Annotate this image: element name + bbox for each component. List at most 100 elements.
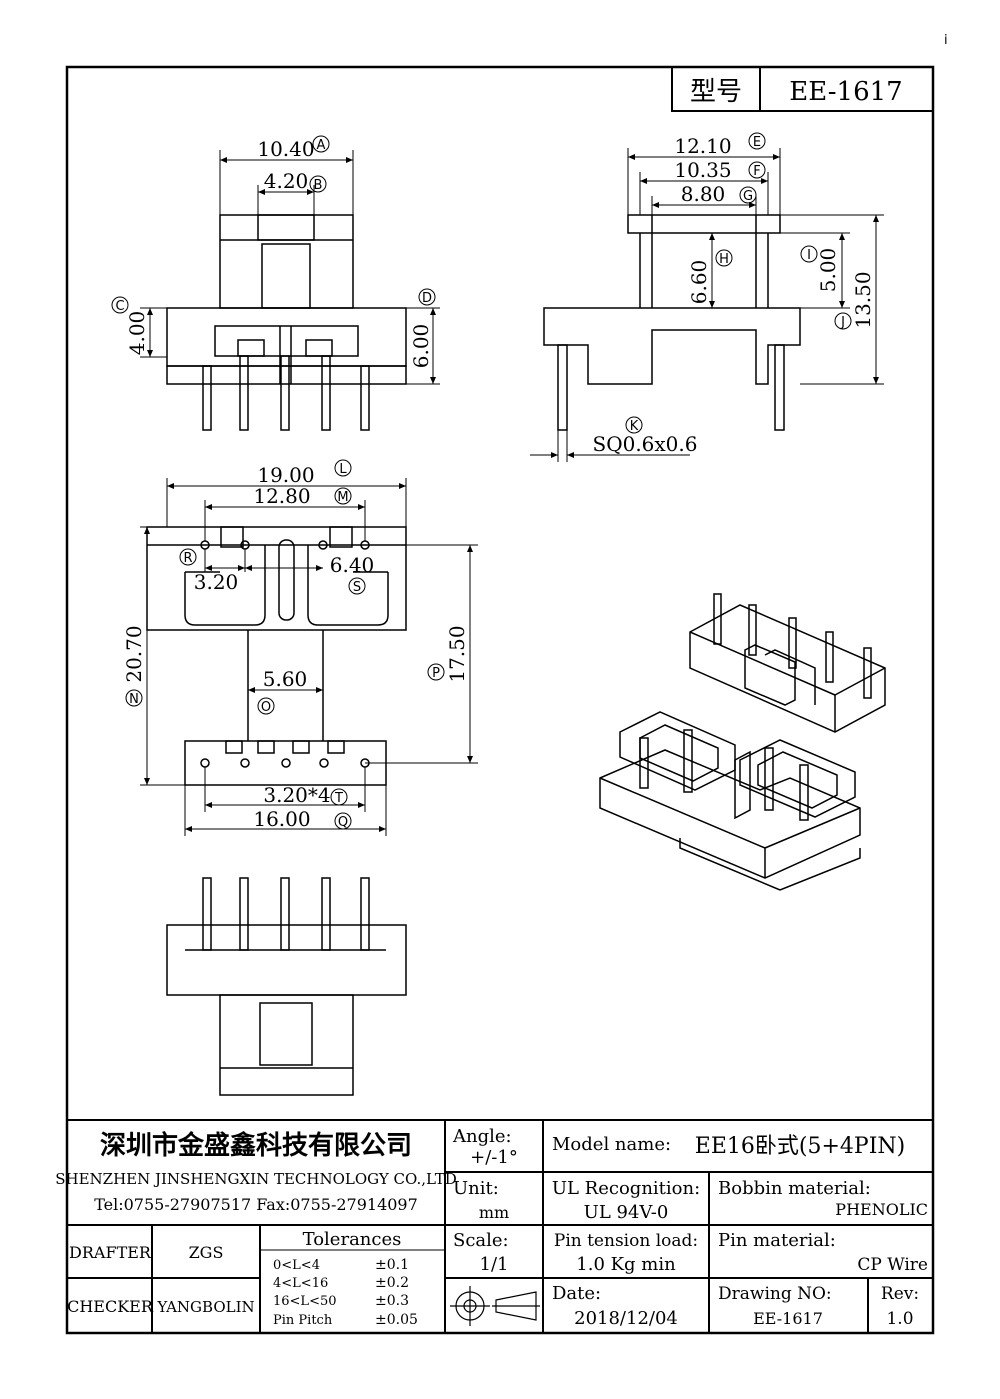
model-value: EE-1617 — [789, 77, 902, 107]
checker-value: YANGBOLIN — [156, 1298, 254, 1316]
dim-A: 10.40 A — [219, 135, 354, 215]
tolerance-range: 16<L<50 — [273, 1294, 337, 1309]
dim-G-value: 8.80 — [681, 182, 726, 206]
tolerance-value: ±0.2 — [375, 1275, 409, 1291]
unit-label: Unit: — [453, 1178, 499, 1199]
dim-T-value: 3.20*4 — [263, 783, 330, 807]
side-view — [543, 214, 801, 431]
dim-G-label: G — [743, 189, 753, 204]
dim-P: 17.50 P — [365, 544, 478, 764]
pin-tension-value: 1.0 Kg min — [576, 1254, 676, 1275]
checker-label: CHECKER — [67, 1297, 154, 1316]
dim-L: 19.00 L — [166, 459, 407, 527]
date-label: Date: — [552, 1283, 601, 1304]
dim-N: 20.70 N — [122, 526, 185, 786]
dim-D-label: D — [422, 291, 432, 306]
model-header: 型号 EE-1617 — [671, 66, 934, 112]
dim-K: SQ0.6x0.6 K — [530, 416, 698, 462]
dim-J-value: 13.50 — [851, 271, 875, 328]
dim-E-label: E — [753, 135, 761, 150]
ul-value: UL 94V-0 — [584, 1202, 669, 1223]
company-name-cn: 深圳市金盛鑫科技有限公司 — [100, 1130, 412, 1161]
model-label: 型号 — [690, 77, 742, 107]
drawing-no-label: Drawing NO: — [718, 1284, 832, 1304]
front-view — [166, 214, 407, 431]
drawing-no-value: EE-1617 — [753, 1309, 823, 1328]
dim-B: 4.20 B — [257, 169, 327, 215]
rev-label: Rev: — [881, 1284, 919, 1304]
dim-D-value: 6.00 — [409, 324, 433, 369]
dim-O-label: O — [261, 700, 271, 715]
dim-F-value: 10.35 — [674, 158, 731, 182]
dim-M-label: M — [337, 490, 348, 505]
dim-C: 4.00 C — [111, 296, 167, 358]
bobbin-material-label: Bobbin material: — [718, 1178, 871, 1199]
dim-K-value: SQ0.6x0.6 — [593, 432, 698, 456]
dim-S: 6.40 S — [245, 553, 374, 595]
tolerances-title: Tolerances — [303, 1229, 402, 1250]
dim-H-value: 6.60 — [687, 260, 711, 305]
company-contact: Tel:0755-27907517 Fax:0755-27914097 — [94, 1195, 418, 1214]
page-mark: i — [944, 33, 948, 48]
dim-N-value: 20.70 — [122, 625, 146, 682]
dim-R-label: R — [183, 551, 192, 566]
model-name-value: EE16卧式(5+4PIN) — [695, 1134, 905, 1159]
pin-material-label: Pin material: — [718, 1230, 836, 1251]
scale-label: Scale: — [453, 1230, 509, 1251]
dim-P-label: P — [432, 666, 440, 681]
unit-value: mm — [479, 1203, 509, 1222]
dim-K-label: K — [630, 419, 639, 434]
isometric-view — [599, 593, 886, 891]
dim-S-value: 6.40 — [330, 553, 375, 577]
dim-Q: 16.00 Q — [184, 785, 387, 836]
dim-D: 6.00 D — [406, 288, 440, 385]
dim-A-value: 10.40 — [257, 137, 314, 161]
dim-T-label: T — [334, 791, 343, 806]
dim-A-label: A — [317, 138, 326, 153]
date-value: 2018/12/04 — [574, 1308, 678, 1329]
angle-value: +/-1° — [470, 1147, 518, 1168]
dim-P-value: 17.50 — [445, 625, 469, 682]
model-name-label: Model name: — [552, 1134, 671, 1155]
company-name-en: SHENZHEN JINSHENGXIN TECHNOLOGY CO.,LTD — [55, 1170, 457, 1188]
dim-N-label: N — [129, 692, 139, 707]
projection-symbol — [450, 1286, 540, 1326]
title-block — [67, 1119, 933, 1333]
dim-O: 5.60 O — [248, 667, 323, 715]
dim-I: 5.00 I — [780, 232, 850, 309]
tolerance-range: 4<L<16 — [273, 1276, 328, 1291]
drafter-value: ZGS — [189, 1243, 224, 1262]
dim-C-value: 4.00 — [125, 311, 149, 356]
dim-J-label: J — [840, 315, 845, 330]
dim-M-value: 12.80 — [253, 484, 310, 508]
dim-T: 3.20*4 T — [204, 767, 366, 812]
angle-label: Angle: — [452, 1126, 512, 1147]
scale-value: 1/1 — [480, 1254, 509, 1275]
dim-R: 3.20 R — [179, 548, 246, 594]
dim-E: 12.10 E — [627, 132, 781, 215]
tolerance-value: ±0.1 — [375, 1257, 409, 1273]
tolerance-range: Pin Pitch — [273, 1313, 333, 1328]
dim-E-value: 12.10 — [674, 134, 731, 158]
dim-C-label: C — [115, 299, 124, 314]
tolerance-value: ±0.3 — [375, 1293, 409, 1309]
ul-label: UL Recognition: — [552, 1178, 700, 1199]
rear-view — [166, 877, 407, 1096]
dim-F: 10.35 F — [639, 158, 769, 215]
rev-value: 1.0 — [886, 1309, 913, 1329]
dim-H: 6.60 H — [687, 233, 733, 308]
dim-F-label: F — [753, 164, 760, 179]
dim-R-value: 3.20 — [194, 570, 239, 594]
tolerance-range: 0<L<4 — [273, 1258, 320, 1273]
dim-B-value: 4.20 — [264, 169, 309, 193]
dim-M: 12.80 M — [204, 484, 366, 541]
dim-B-label: B — [314, 178, 323, 193]
dim-S-label: S — [353, 580, 361, 595]
pin-tension-label: Pin tension load: — [554, 1231, 698, 1251]
dim-G: 8.80 G — [651, 182, 757, 215]
dim-Q-value: 16.00 — [253, 807, 310, 831]
dim-H-label: H — [719, 252, 729, 267]
tolerance-value: ±0.05 — [375, 1312, 418, 1328]
pin-material-value: CP Wire — [857, 1255, 928, 1275]
